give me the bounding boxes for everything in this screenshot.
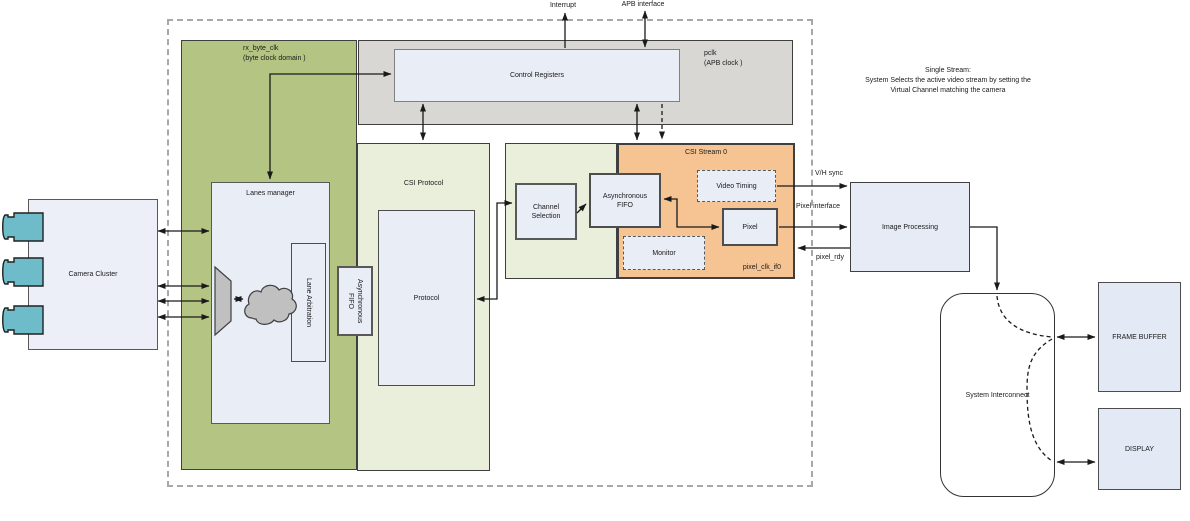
lane-arbitration-box: Lane Arbitration xyxy=(291,243,326,362)
protocol-box: Protocol xyxy=(378,210,475,386)
video-timing-label: Video Timing xyxy=(716,182,757,190)
imageproc-interconnect-link xyxy=(970,226,1000,291)
async-fifo-byte-box: Asynchronous FIFO xyxy=(337,266,373,336)
monitor-label: Monitor xyxy=(652,249,676,257)
system-interconnect-label: System Interconnect xyxy=(965,391,1030,399)
pixel-rdy-label: pixel_rdy xyxy=(816,254,845,261)
single-stream-annotation: Single Stream: System Selects the active… xyxy=(865,67,1031,94)
channel-selection-box: Channel Selection xyxy=(515,183,577,240)
byte-clock-domain-label: rx_byte_clk (byte clock domain ) xyxy=(243,45,306,62)
interrupt-label: Interrupt xyxy=(549,2,577,9)
frame-buffer-label: FRAME BUFFER xyxy=(1112,333,1167,341)
csi-controller-boundary xyxy=(167,19,813,487)
system-interconnect-box: System Interconnect xyxy=(940,293,1055,497)
display-label: DISPLAY xyxy=(1124,445,1155,453)
pixel-interface-label: Pixel interface xyxy=(796,203,840,210)
apb-clock-domain-label: pclk (APB clock ) xyxy=(704,50,743,67)
image-processing-label: Image Processing xyxy=(881,223,939,231)
async-fifo-byte-label: Asynchronous FIFO xyxy=(347,278,363,324)
video-timing-box: Video Timing xyxy=(697,170,776,202)
camera-cluster-box: Camera Cluster xyxy=(28,199,158,350)
lane-arbitration-label: Lane Arbitration xyxy=(305,277,312,328)
async-fifo-stream-label: Asynchronous FIFO xyxy=(602,192,648,209)
display-box: DISPLAY xyxy=(1098,408,1181,490)
pixel-clk-label: pixel_clk_if0 xyxy=(742,264,781,271)
pixel-box: Pixel xyxy=(722,208,778,246)
channel-selection-label: Channel Selection xyxy=(531,203,561,220)
frame-buffer-box: FRAME BUFFER xyxy=(1098,282,1181,392)
vh-sync-label: V/H sync xyxy=(815,170,844,177)
pixel-label: Pixel xyxy=(742,223,758,231)
camera-cluster-label: Camera Cluster xyxy=(68,271,118,278)
lanes-manager-label: Lanes manager xyxy=(246,190,295,197)
csi-stream-region-label: CSI Stream 0 xyxy=(684,149,727,156)
csi-protocol-region-label: CSI Protocol xyxy=(403,180,444,187)
async-fifo-stream-box: Asynchronous FIFO xyxy=(589,173,661,228)
control-registers-box: Control Registers xyxy=(394,49,680,102)
control-registers-label: Control Registers xyxy=(509,72,565,79)
protocol-label: Protocol xyxy=(413,294,440,302)
apb-interface-label: APB interface xyxy=(621,1,665,8)
image-processing-box: Image Processing xyxy=(850,182,970,272)
monitor-box: Monitor xyxy=(623,236,705,270)
